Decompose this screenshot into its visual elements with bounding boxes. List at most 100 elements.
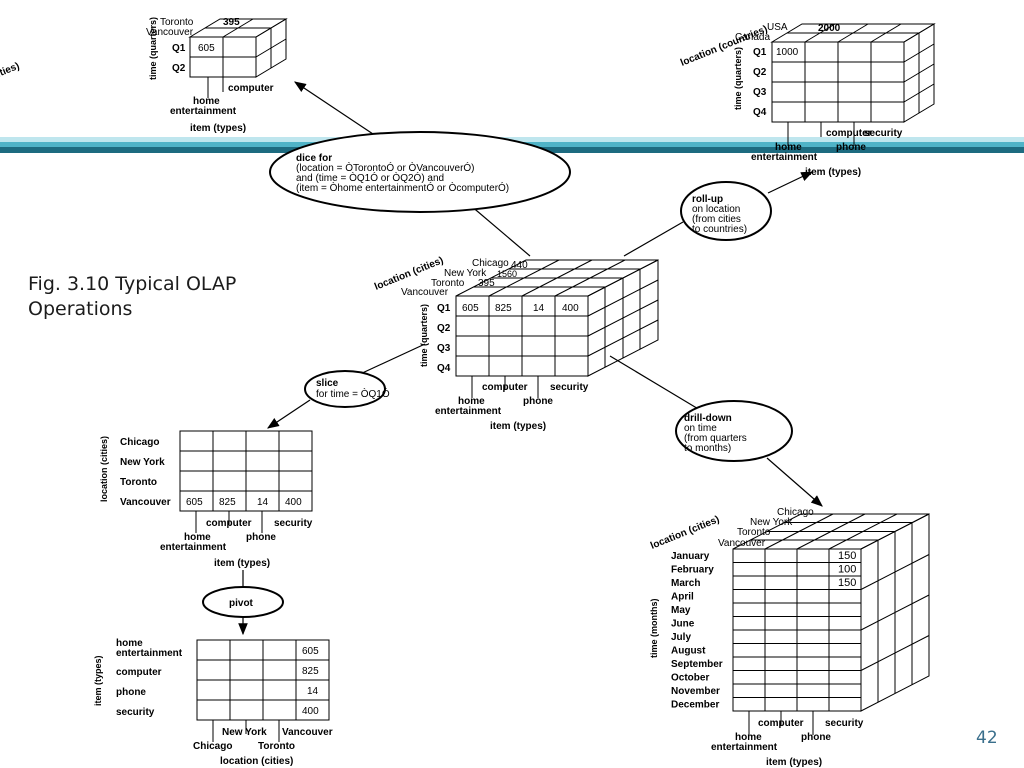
drilldown-february-value: 100 — [838, 564, 856, 576]
drilldown-cube: location (cities) Chicago New York Toron… — [649, 507, 930, 768]
pivot-city-vancouver: Vancouver — [282, 727, 333, 738]
drilldown-link — [609, 355, 701, 411]
dice-line-4: (item = Òhome entertainmentÓ or Òcompute… — [296, 181, 509, 194]
central-q1-security: 400 — [562, 303, 579, 314]
drilldown-axis-location: location (cities) — [649, 514, 721, 552]
central-q1-computer: 825 — [495, 303, 512, 314]
rollup-item-security: security — [864, 128, 903, 139]
dice-q1-value: 605 — [198, 43, 215, 54]
month-january: January — [671, 551, 710, 562]
rollup-item-entertainment: entertainment — [751, 152, 818, 163]
month-april: April — [671, 592, 694, 603]
dice-line-3: and (time = ÒQ1Ó or ÒQ2Ó) and — [296, 171, 444, 184]
pivot-item-home: home — [116, 638, 143, 649]
central-axis-time: time (quarters) — [419, 304, 429, 367]
slice-city-toronto: Toronto — [120, 477, 157, 488]
central-q3: Q3 — [437, 343, 451, 354]
central-city-chicago: Chicago — [472, 258, 509, 269]
drilldown-item-security: security — [825, 718, 864, 729]
drilldown-city-newyork: New York — [750, 517, 793, 528]
pivot-value-security: 400 — [302, 706, 319, 717]
slice-value-phone: 14 — [257, 497, 269, 508]
caption-line-1: Fig. 3.10 Typical OLAP — [28, 273, 237, 295]
dice-bubble: dice for (location = ÒTorontoÓ or ÒVanco… — [269, 131, 571, 213]
dice-link — [469, 204, 531, 257]
drilldown-item-entertainment: entertainment — [711, 742, 778, 753]
pivot-city-toronto: Toronto — [258, 741, 295, 752]
month-september: September — [671, 659, 723, 670]
slice-item-security: security — [274, 518, 313, 529]
slice-item-home: home — [184, 532, 211, 543]
slice-bubble: slice for time = ÒQ1Ó — [304, 370, 390, 408]
rollup-arrow — [767, 171, 814, 194]
pivot-item-security: security — [116, 707, 155, 718]
central-item-phone: phone — [523, 396, 553, 407]
rollup-cube: location (countries) USA 2000 Canada Q1 … — [679, 22, 936, 178]
pivot-value-phone: 14 — [307, 686, 319, 697]
month-november: November — [671, 686, 720, 697]
drilldown-label: drill-down — [684, 413, 732, 424]
rollup-line-3: (from cities — [692, 214, 741, 225]
month-may: May — [671, 605, 691, 616]
central-item-home: home — [458, 396, 485, 407]
pivot-item-phone: phone — [116, 687, 146, 698]
dice-item-home: home — [193, 96, 220, 107]
rollup-q1: Q1 — [753, 47, 767, 58]
central-q1-phone: 14 — [533, 303, 545, 314]
drilldown-item-phone: phone — [801, 732, 831, 743]
slice-arrow — [267, 399, 311, 429]
dice-item-entertainment: entertainment — [170, 106, 237, 117]
dice-label: dice for — [296, 153, 332, 164]
rollup-q1-value: 1000 — [776, 47, 799, 58]
drilldown-axis-item: item (types) — [766, 757, 822, 768]
slice-axis-location: location (cities) — [99, 436, 109, 502]
rollup-q3: Q3 — [753, 87, 767, 98]
rollup-country-usa: USA — [767, 22, 788, 33]
slice-value-home: 605 — [186, 497, 203, 508]
slice-city-chicago: Chicago — [120, 437, 159, 448]
drilldown-axis-time: time (months) — [649, 598, 659, 658]
central-q1-home: 605 — [462, 303, 479, 314]
month-february: February — [671, 565, 714, 576]
dice-axis-location: location (cities) — [0, 61, 21, 99]
slice-item-phone: phone — [246, 532, 276, 543]
month-june: June — [671, 619, 695, 630]
pivot-value-computer: 825 — [302, 666, 319, 677]
rollup-q4: Q4 — [753, 107, 767, 118]
central-newyork-value: 1560 — [497, 269, 517, 279]
slice-value-security: 400 — [285, 497, 302, 508]
drilldown-january-value: 150 — [838, 550, 856, 562]
central-city-newyork: New York — [444, 268, 487, 279]
month-march: March — [671, 578, 700, 589]
drilldown-item-home: home — [735, 732, 762, 743]
dice-axis-time: time (quarters) — [148, 17, 158, 80]
pivot-bubble: pivot — [202, 586, 284, 618]
pivot-city-chicago: Chicago — [193, 741, 232, 752]
drilldown-arrow — [766, 457, 823, 507]
central-axis-item: item (types) — [490, 421, 546, 432]
rollup-item-computer: computer — [826, 128, 872, 139]
slice-line-2: for time = ÒQ1Ó — [316, 387, 390, 400]
dice-toronto-value: 395 — [223, 17, 240, 28]
slice-item-entertainment: entertainment — [160, 542, 227, 553]
caption-line-2: Operations — [28, 298, 133, 320]
rollup-line-4: to countries) — [692, 224, 747, 235]
pivot-axis-item: item (types) — [93, 655, 103, 706]
central-q2: Q2 — [437, 323, 451, 334]
rollup-item-phone: phone — [836, 142, 866, 153]
slice-city-newyork: New York — [120, 457, 165, 468]
drilldown-item-computer: computer — [758, 718, 804, 729]
month-december: December — [671, 700, 719, 711]
central-cube: location (cities) Chicago 440 New York 1… — [373, 255, 659, 432]
central-q4: Q4 — [437, 363, 451, 374]
drilldown-line-2: on time — [684, 423, 717, 434]
dice-q1: Q1 — [172, 43, 186, 54]
dice-line-2: (location = ÒTorontoÓ or ÒVancouverÓ) — [296, 161, 475, 174]
dice-city-vancouver: Vancouver — [146, 27, 194, 38]
drilldown-line-4: to months) — [684, 443, 731, 454]
rollup-axis-time: time (quarters) — [733, 47, 743, 110]
month-july: July — [671, 632, 691, 643]
slice-table: Chicago New York Toronto Vancouver 605 8… — [99, 430, 313, 569]
central-q1: Q1 — [437, 303, 451, 314]
slice-city-vancouver: Vancouver — [120, 497, 171, 508]
